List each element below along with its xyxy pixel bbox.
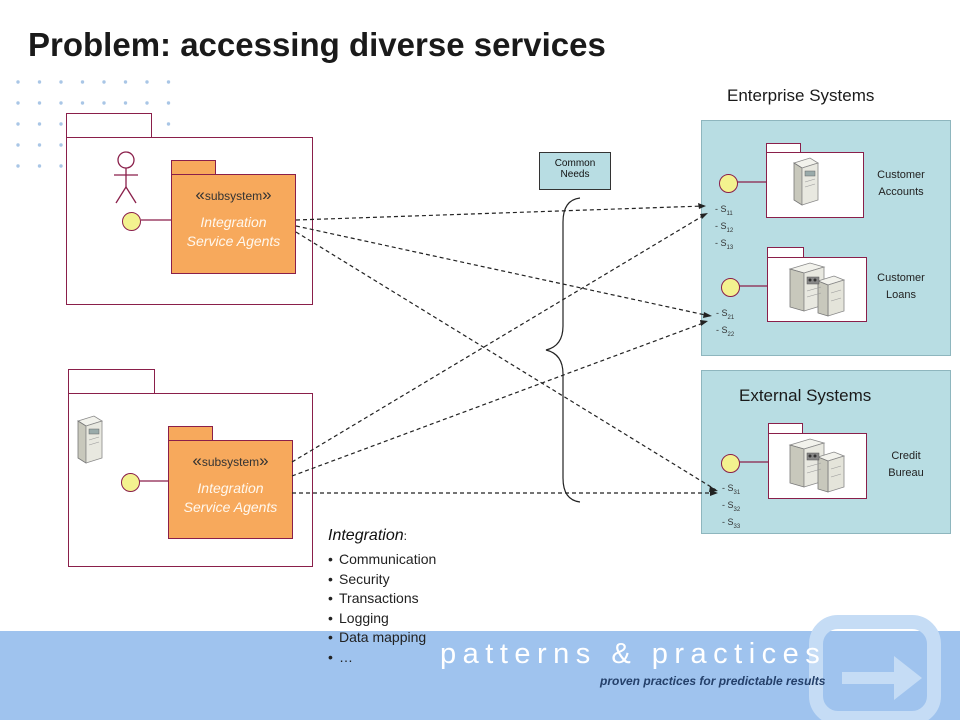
decor-dot xyxy=(37,101,42,105)
arrow-icon xyxy=(809,615,941,720)
integration-heading: Integration: xyxy=(328,527,407,544)
brand-name: patterns & practices xyxy=(440,638,827,670)
mainframe-icon xyxy=(788,262,846,317)
decor-dot xyxy=(145,80,149,84)
interface-lollipop xyxy=(719,174,738,193)
package-tab xyxy=(66,113,152,139)
footer-band xyxy=(0,631,960,720)
service-list: - S11 - S12 - S13 xyxy=(715,204,734,251)
subsystem-stereotype: «subsystem» xyxy=(195,185,272,204)
list-item: Security xyxy=(328,570,436,590)
interface-lollipop xyxy=(121,473,140,492)
external-systems-title: External Systems xyxy=(739,386,872,405)
list-item: Logging xyxy=(328,609,436,629)
decor-dot xyxy=(16,164,20,168)
decor-dot xyxy=(16,80,20,84)
decor-dot xyxy=(123,101,128,105)
package-tab xyxy=(68,369,155,395)
page-title: Problem: accessing diverse services xyxy=(28,26,606,63)
decor-dot xyxy=(59,143,63,147)
subsystem-stereotype: «subsystem» xyxy=(192,451,269,470)
decor-dot xyxy=(16,143,20,147)
server-icon xyxy=(77,415,103,464)
interface-lollipop xyxy=(721,454,740,473)
actor-icon xyxy=(114,151,138,204)
decor-dot xyxy=(16,122,20,126)
decor-dot xyxy=(80,80,85,84)
decor-dot xyxy=(59,80,63,84)
mainframe-icon xyxy=(788,438,846,493)
service-list: - S21 - S22 xyxy=(716,308,735,338)
dependency-arrow xyxy=(295,225,711,317)
interface-lollipop xyxy=(721,278,740,297)
decor-dot xyxy=(37,143,42,147)
dependency-arrow xyxy=(291,321,707,477)
integration-list: Communication Security Transactions Logg… xyxy=(328,550,436,667)
decor-dot xyxy=(37,164,42,168)
decor-dot xyxy=(166,80,171,84)
decor-dot xyxy=(102,80,106,84)
decor-dot xyxy=(166,101,171,105)
interface-lollipop xyxy=(122,212,141,231)
decor-dot xyxy=(59,101,63,105)
dependency-arrow xyxy=(295,231,717,491)
decor-dot xyxy=(123,80,128,84)
list-item: Transactions xyxy=(328,589,436,609)
decor-dot xyxy=(80,101,85,105)
brand-tagline: proven practices for predictable results xyxy=(600,674,826,688)
decor-dot xyxy=(59,122,63,126)
list-item: Communication xyxy=(328,550,436,570)
decor-dot xyxy=(145,101,149,105)
decor-dot xyxy=(16,101,20,105)
decor-dot xyxy=(166,122,171,126)
enterprise-systems-title: Enterprise Systems xyxy=(727,86,875,105)
decor-dot xyxy=(59,164,63,168)
decor-dot xyxy=(102,101,106,105)
dependency-arrow xyxy=(291,213,707,463)
dependency-arrow xyxy=(295,205,705,221)
decor-dot xyxy=(37,122,42,126)
decor-dot xyxy=(37,80,42,84)
server-icon xyxy=(793,157,819,206)
curly-brace xyxy=(545,197,581,503)
list-item: … xyxy=(328,648,436,668)
list-item: Data mapping xyxy=(328,628,436,648)
service-list: - S31 - S32 - S33 xyxy=(722,483,741,530)
